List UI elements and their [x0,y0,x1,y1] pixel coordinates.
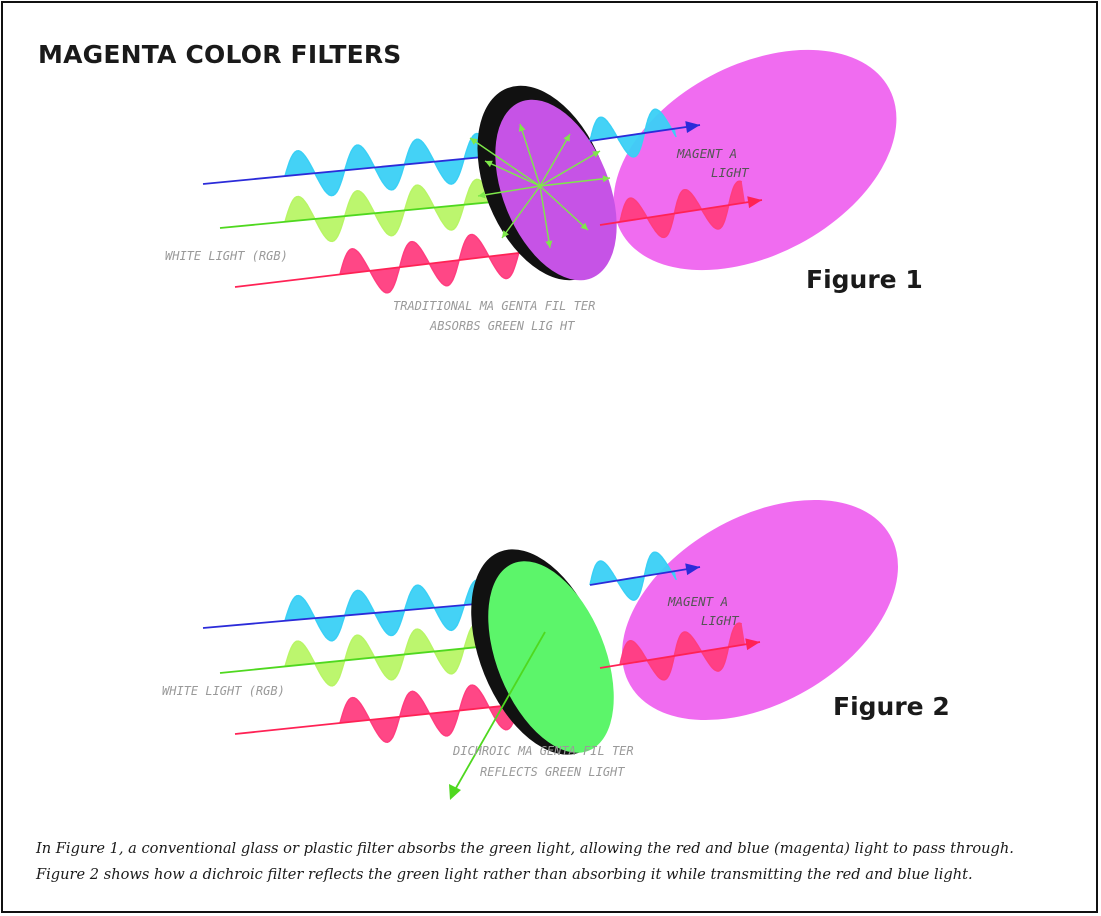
white-light-label: WHITE LIGHT (RGB) [165,249,288,263]
arrow-head [747,196,762,209]
absorb-ray [469,137,541,187]
filter-label-line1: TRADITIONAL MA GENTA FIL TER [393,299,595,313]
beam-line [234,247,561,288]
figure-1-diagram: WHITE LIGHT (RGB) TRADITIONAL MA GENTA F… [165,49,897,333]
red-wave-out [599,180,763,239]
reflect-line [451,631,546,796]
magenta-light-beam [613,49,897,271]
absorb-ray [539,133,571,187]
absorption-arrows [469,123,611,249]
figure-1-label: Figure 1 [806,265,923,294]
absorb-arrowhead [602,175,610,183]
caption: In Figure 1, a conventional glass or pla… [36,836,1086,888]
wave-outline [589,551,678,601]
arrow-head [685,563,700,576]
reflect-arrowhead [449,784,461,800]
absorb-arrowhead [470,138,478,145]
magenta-light-label-line1: MAGENT A [676,146,737,161]
absorb-ray [539,177,611,187]
absorb-ray [539,185,551,249]
absorb-arrowhead [563,134,570,142]
page-title: MAGENTA COLOR FILTERS [38,40,402,69]
magenta-light-label-line2: LIGHT [711,165,750,180]
absorb-ray [519,123,541,187]
beam-line [589,566,701,586]
filter-label-line1: DICHROIC MA GENTA FIL TER [452,744,634,758]
wave-outline [619,180,743,239]
figure-2-diagram: WHITE LIGHT (RGB) DICHROIC MA GENTA FIL … [162,499,898,800]
beam-line [589,124,701,142]
filter-label-line2: REFLECTS GREEN LIGHT [480,765,625,779]
filter-label-line2: ABSORBS GREEN LIG HT [429,319,575,333]
absorb-arrowhead [592,151,600,158]
arrow-head [745,638,760,651]
wave-outline [284,178,522,243]
blue-wave-out [589,551,701,601]
wave-outline [589,108,677,158]
caption-line-1: In Figure 1, a conventional glass or pla… [36,840,1014,857]
absorb-ray [539,150,601,187]
wave-fill [590,552,677,601]
absorb-arrowhead [545,240,553,248]
absorb-arrowhead [580,222,588,230]
beam-line [599,641,761,669]
absorb-arrowhead [518,124,526,132]
dichroic-filter-disc [488,561,614,753]
white-light-label: WHITE LIGHT (RGB) [162,684,285,698]
reflected-green-arrow [449,631,546,800]
magenta-light-beam [622,499,898,721]
absorb-ray [539,185,589,231]
wave-outline [619,622,742,681]
absorb-ray [484,160,541,187]
absorb-arrowhead [485,160,493,168]
magenta-light-label-line1: MAGENT A [667,594,728,609]
blue-wave-out [589,108,701,158]
arrow-head [685,121,700,133]
red-wave-out [599,622,761,681]
beam-line [599,199,763,226]
outgoing-waves [589,108,763,239]
outgoing-waves [589,551,761,681]
magenta-light-label-line2: LIGHT [701,613,740,628]
wave-fill [590,109,677,157]
absorb-ray [501,185,541,239]
magenta-filter-disc [495,99,617,281]
absorb-ray [477,185,541,197]
absorb-arrowhead [502,230,509,238]
caption-line-2: Figure 2 shows how a dichroic filter ref… [36,866,973,883]
figure-2-label: Figure 2 [833,692,950,721]
absorb-arrowhead [478,191,486,199]
